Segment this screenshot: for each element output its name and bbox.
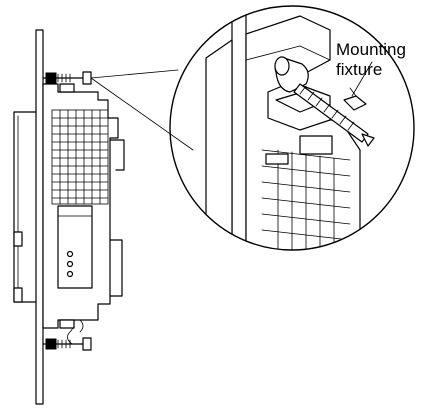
controller-unit	[42, 83, 125, 345]
callout-leader	[351, 61, 373, 97]
callout-label-line2: fixture	[336, 60, 383, 79]
panel-plate	[35, 29, 44, 405]
callout-label-line1: Mounting	[336, 40, 406, 59]
leader-line-upper	[90, 69, 179, 79]
leader-line-lower	[90, 77, 194, 151]
magnified-detail-circle	[169, 5, 415, 251]
